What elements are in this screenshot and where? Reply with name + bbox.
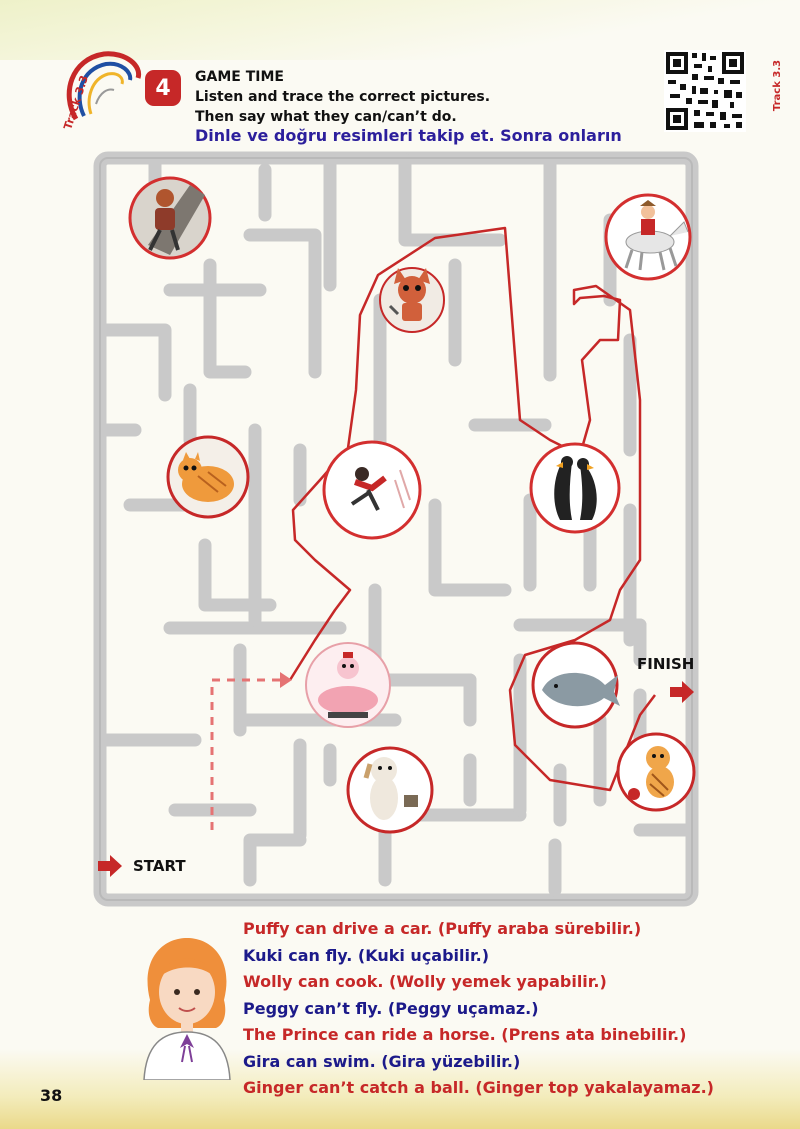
finish-label: FINISH (637, 655, 695, 673)
climber-picture[interactable] (128, 176, 212, 260)
start-dashed-path (210, 678, 285, 830)
dog-picture[interactable] (346, 746, 434, 834)
dashed-arrowhead-icon (280, 672, 292, 688)
sentence-wolly: Wolly can cook. (Wolly yemek yapabilir.) (243, 972, 607, 991)
activity-title: GAME TIME (195, 69, 284, 85)
start-arrow-icon (98, 855, 122, 877)
qr-code-icon[interactable] (664, 50, 746, 132)
whale-picture[interactable] (531, 641, 620, 729)
cat-picture[interactable] (166, 435, 250, 519)
prince-horse-picture[interactable] (604, 193, 692, 281)
page-number: 38 (40, 1086, 63, 1105)
sentence-peggy: Peggy can’t fly. (Peggy uçamaz.) (243, 998, 539, 1018)
fox-cook-picture[interactable] (379, 267, 445, 333)
start-label: START (133, 857, 186, 875)
sentence-prince: The Prince can ride a horse. (Prens ata … (243, 1025, 687, 1044)
finish-arrow-icon (670, 681, 694, 703)
tiger-ball-picture[interactable] (616, 732, 696, 812)
activity-heading: GAME TIME Listen and trace the correct p… (195, 67, 635, 127)
instruction-line-1: Listen and trace the correct pictures. (195, 89, 491, 105)
instruction-line-2: Then say what they can/can’t do. (195, 109, 457, 125)
maze-wall-edges (99, 157, 693, 901)
sentence-kuki: Kuki can fly. (Kuki uçabilir.) (243, 945, 490, 965)
instruction-translation: Dinle ve doğru resimleri takip et. Sonra… (195, 126, 622, 145)
pig-car-picture[interactable] (305, 642, 391, 728)
sentence-list: Puffy can drive a car. (Puffy araba süre… (243, 916, 788, 1102)
sentence-ginger: Ginger can’t catch a ball. (Ginger top y… (243, 1078, 714, 1097)
activity-number-badge: 4 (145, 70, 181, 106)
sentence-gira: Gira can swim. (Gira yüzebilir.) (243, 1051, 521, 1071)
track-swirl-icon (66, 51, 142, 121)
girl-illustration (143, 938, 231, 1080)
penguin-picture[interactable] (529, 442, 621, 534)
runner-picture[interactable] (322, 440, 422, 540)
bottom-decoration (0, 1049, 800, 1129)
sentence-puffy: Puffy can drive a car. (Puffy araba süre… (243, 919, 642, 938)
